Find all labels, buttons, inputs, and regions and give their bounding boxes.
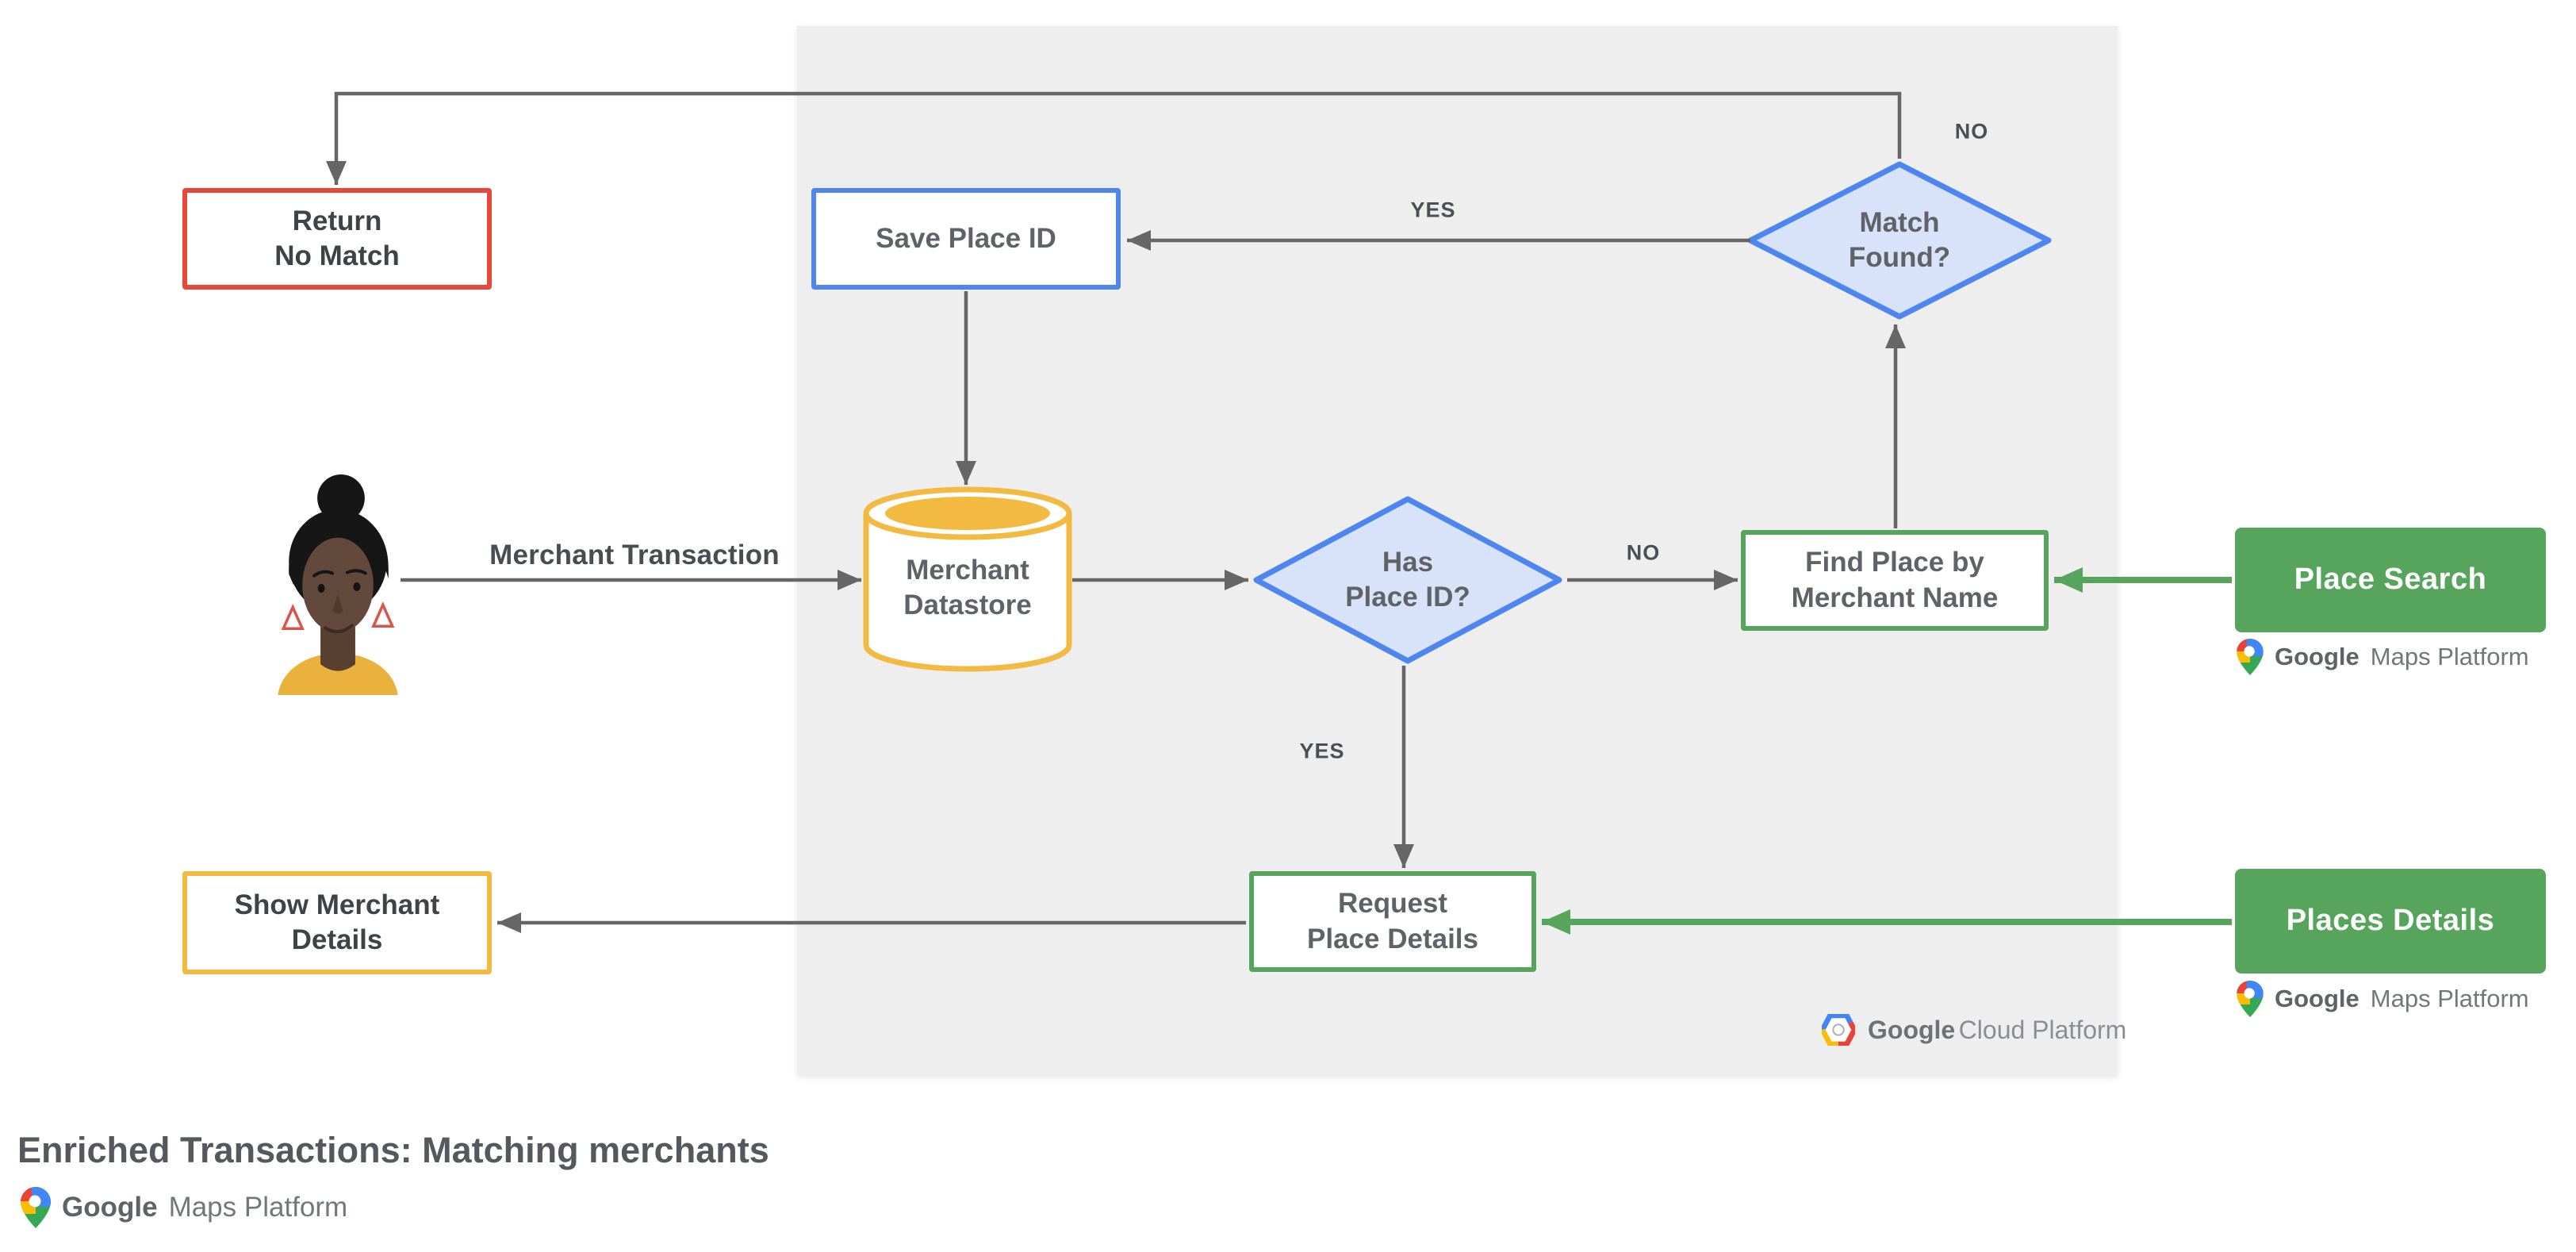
- gcp-rest-text: Cloud Platform: [1958, 1015, 2127, 1044]
- edge-label-yes-top: YES: [1410, 198, 1456, 222]
- gmp-logo-footer: Google Maps Platform: [21, 1187, 347, 1228]
- gcp-google-text: Google: [1868, 1015, 1956, 1044]
- save-place-id-node[interactable]: Save Place ID: [811, 188, 1121, 290]
- edge-label-no-mid: NO: [1626, 540, 1661, 565]
- gcp-hexagon-icon: [1822, 1014, 1855, 1046]
- maps-pin-icon: [2237, 981, 2264, 1017]
- gmp-rest-text: Maps Platform: [2370, 985, 2529, 1012]
- match-found-decision[interactable]: Match Found?: [1747, 161, 2052, 320]
- match-found-label: Match Found?: [1848, 206, 1951, 273]
- return-no-match-label: Return No Match: [274, 205, 400, 271]
- gmp-google-text: Google: [2275, 643, 2359, 670]
- place-search-label: Place Search: [2294, 563, 2487, 597]
- merchant-datastore-node[interactable]: Merchant Datastore: [863, 483, 1072, 674]
- has-place-id-decision[interactable]: Has Place ID?: [1253, 496, 1562, 664]
- diamond-shape: [1747, 161, 2052, 320]
- show-merchant-details-label: Show Merchant Details: [234, 889, 440, 955]
- diamond-shape: [1253, 496, 1562, 664]
- find-place-node[interactable]: Find Place by Merchant Name: [1741, 530, 2049, 631]
- user-avatar: [274, 470, 402, 695]
- places-details-label: Places Details: [2286, 904, 2495, 938]
- gmp-logo-place-search: Google Maps Platform: [2237, 639, 2529, 675]
- edge-label-no-top: NO: [1954, 119, 1989, 144]
- place-search-node[interactable]: Place Search: [2235, 528, 2546, 632]
- gmp-rest-text: Maps Platform: [2370, 643, 2529, 670]
- request-place-details-label: Request Place Details: [1307, 888, 1478, 954]
- database-cylinder-icon: [863, 486, 1072, 672]
- gcp-logo: Google Cloud Platform: [1822, 1014, 2126, 1046]
- merchant-datastore-label: Merchant Datastore: [903, 555, 1032, 621]
- find-place-label: Find Place by Merchant Name: [1791, 547, 1999, 613]
- request-place-details-node[interactable]: Request Place Details: [1249, 871, 1536, 972]
- places-details-node[interactable]: Places Details: [2235, 869, 2546, 974]
- maps-pin-icon: [2237, 639, 2264, 675]
- person-icon: [278, 474, 398, 695]
- diagram-title: Enriched Transactions: Matching merchant…: [17, 1130, 769, 1170]
- merchant-transaction-label: Merchant Transaction: [489, 540, 780, 570]
- gmp-logo-places-details: Google Maps Platform: [2237, 981, 2529, 1017]
- gmp-google-text: Google: [2275, 985, 2359, 1012]
- maps-pin-icon: [21, 1187, 51, 1228]
- return-no-match-node[interactable]: Return No Match: [182, 188, 492, 290]
- gmp-google-text: Google: [62, 1192, 158, 1223]
- gmp-rest-text: Maps Platform: [168, 1192, 348, 1223]
- save-place-id-label: Save Place ID: [876, 222, 1056, 254]
- has-place-id-label: Has Place ID?: [1345, 546, 1470, 613]
- show-merchant-details-node[interactable]: Show Merchant Details: [182, 871, 492, 974]
- edge-label-yes-mid: YES: [1299, 739, 1345, 763]
